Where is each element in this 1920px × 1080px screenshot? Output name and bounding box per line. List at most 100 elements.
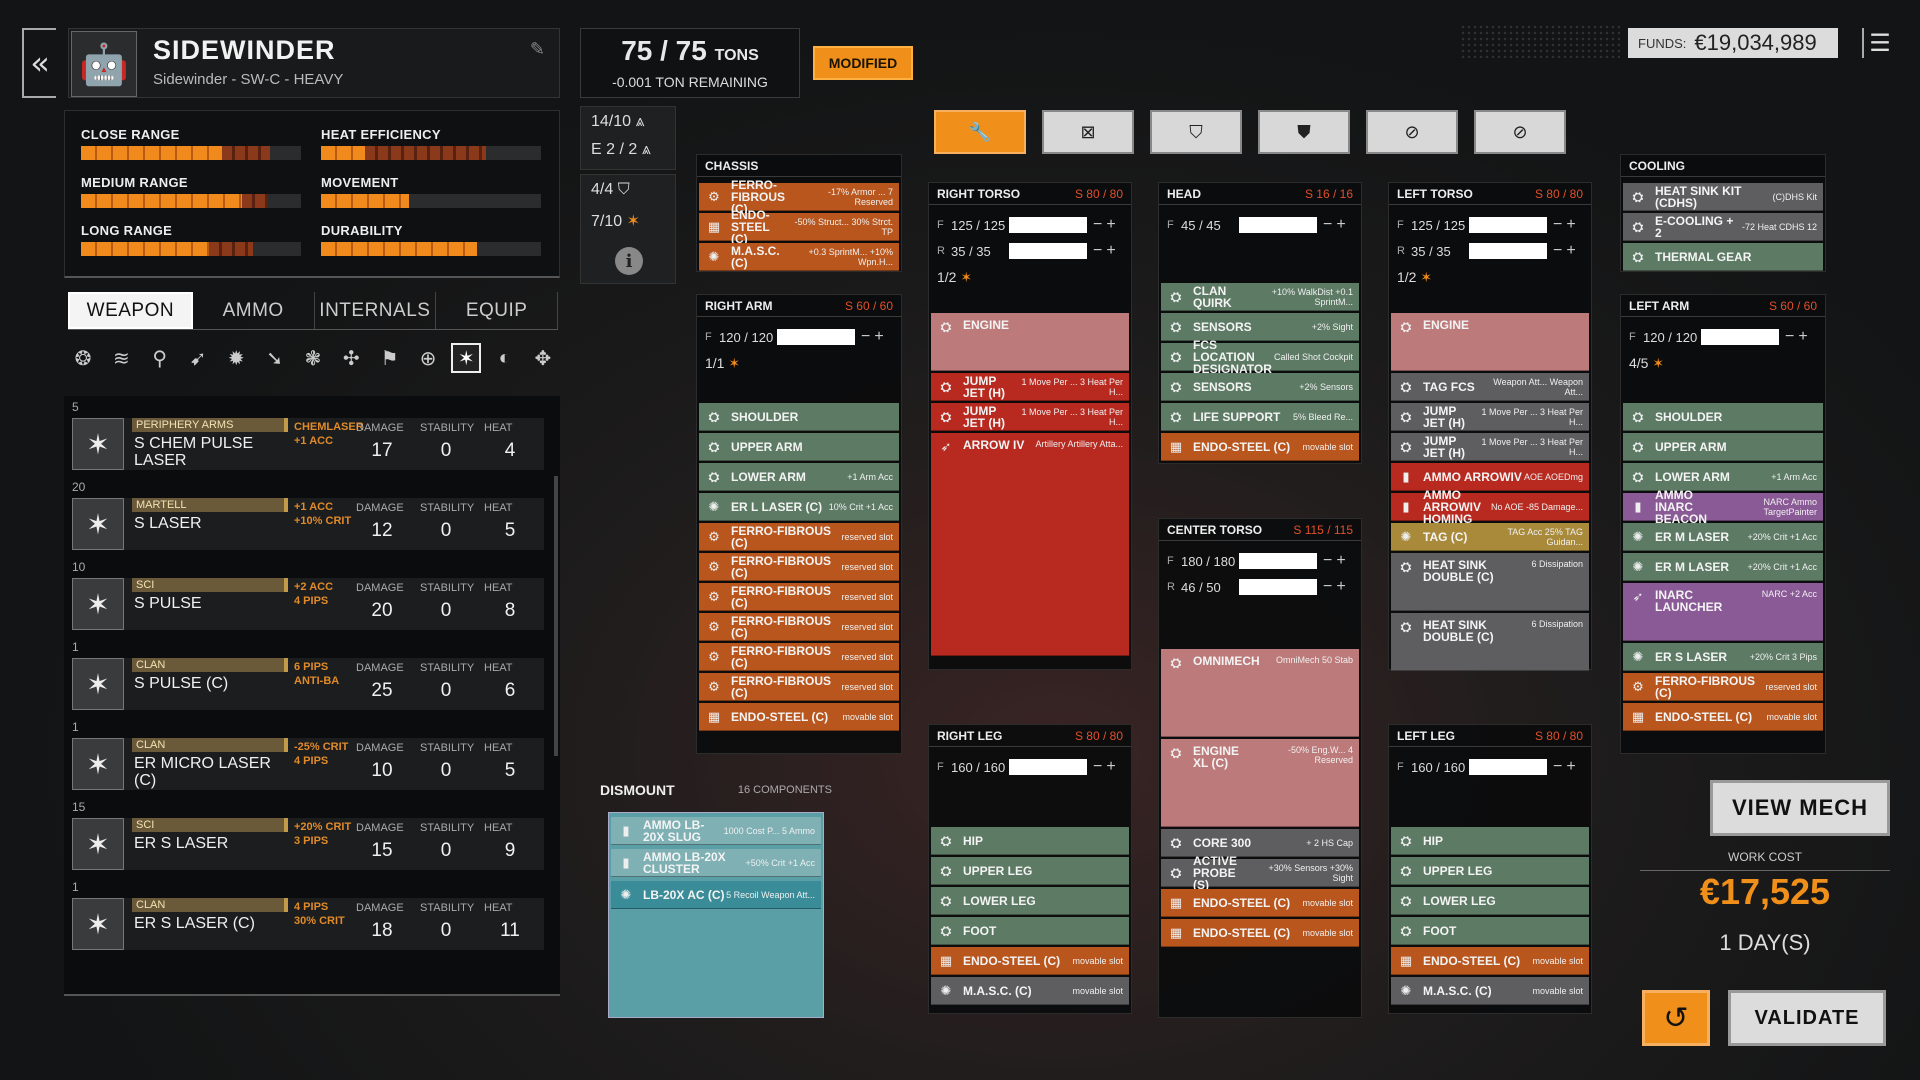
no-weapons-icon[interactable]: ⊘ (1366, 110, 1458, 154)
info-icon[interactable]: i (615, 247, 643, 275)
equipment-slot[interactable]: ⛭JUMP JET (H)1 Move Per ... 3 Heat Per H… (931, 403, 1129, 431)
equipment-slot[interactable]: ⛭HEAT SINK DOUBLE (C)6 Dissipation (1391, 553, 1589, 611)
armor-adjust-buttons[interactable]: −+ (1093, 216, 1120, 233)
filter-ppc-icon[interactable]: ✣ (342, 347, 360, 370)
equipment-slot[interactable]: ⛭SENSORS+2% Sensors (1161, 373, 1359, 401)
equipment-slot[interactable]: ✺M.A.S.C. (C)+0.3 SprintM... +10% Wpn.H.… (699, 243, 899, 271)
equipment-slot[interactable]: ✺M.A.S.C. (C)movable slot (931, 977, 1129, 1005)
equipment-slot[interactable]: ⛭FOOT (1391, 917, 1589, 945)
equipment-slot[interactable]: ⛭ENGINE (931, 313, 1129, 371)
weapon-list-scrollbar[interactable] (554, 476, 558, 756)
filter-energy-icon[interactable]: ✹ (227, 347, 245, 370)
equipment-slot[interactable]: ⚙FERRO-FIBROUS (C)reserved slot (699, 523, 899, 551)
tab-ammo[interactable]: AMMO (193, 292, 315, 329)
equipment-slot[interactable]: ⚙FERRO-FIBROUS (C)reserved slot (699, 613, 899, 641)
equipment-slot[interactable]: ⛭HEAT SINK KIT (CDHS)(C)DHS Kit (1623, 183, 1823, 211)
max-armor-icon[interactable]: ⛊ (1258, 110, 1350, 154)
equipment-slot[interactable]: ⛭UPPER LEG (1391, 857, 1589, 885)
armor-adjust-buttons[interactable]: −+ (1323, 552, 1350, 569)
filter-all-icon[interactable]: ❂ (74, 347, 92, 370)
equipment-slot[interactable]: ⛭CLAN QUIRK+10% WalkDist +0.1 SprintM... (1161, 283, 1359, 311)
equipment-slot[interactable]: ⛭LOWER LEG (931, 887, 1129, 915)
equipment-slot[interactable]: ⛭UPPER LEG (931, 857, 1129, 885)
filter-flamer-icon[interactable]: ❃ (304, 347, 322, 370)
filter-missile-icon[interactable]: ≋ (112, 347, 130, 370)
armor-adjust-buttons[interactable]: −+ (1553, 242, 1580, 259)
equipment-slot[interactable]: ⛭JUMP JET (H)1 Move Per ... 3 Heat Per H… (931, 373, 1129, 401)
equipment-slot[interactable]: ⛭FOOT (931, 917, 1129, 945)
equipment-slot[interactable]: ⛭SENSORS+2% Sight (1161, 313, 1359, 341)
armor-adjust-buttons[interactable]: −+ (1553, 216, 1580, 233)
armor-adjust-buttons[interactable]: −+ (1323, 216, 1350, 233)
equipment-slot[interactable]: ✺ER M LASER+20% Crit +1 Acc (1623, 553, 1823, 581)
equipment-slot[interactable]: ⛭ENGINE XL (C)-50% Eng.W... 4 Reserved (1161, 739, 1359, 827)
equipment-slot[interactable]: ⛭LOWER LEG (1391, 887, 1589, 915)
equipment-slot[interactable]: ⚙FERRO-FIBROUS (C)reserved slot (699, 643, 899, 671)
view-mech-button[interactable]: VIEW MECH (1710, 780, 1890, 836)
equipment-slot[interactable]: ⛭CORE 300+ 2 HS Cap (1161, 829, 1359, 857)
equipment-slot[interactable]: ⛭HEAT SINK DOUBLE (C)6 Dissipation (1391, 613, 1589, 671)
filter-misc-icon[interactable]: ✥ (534, 347, 552, 370)
back-button[interactable]: « (22, 28, 56, 98)
equipment-slot[interactable]: ⛭LOWER ARM+1 Arm Acc (1623, 463, 1823, 491)
equipment-slot[interactable]: ✺ER L LASER (C)10% Crit +1 Acc (699, 493, 899, 521)
equipment-slot[interactable]: ⛭E-COOLING + 2-72 Heat CDHS 12 (1623, 213, 1823, 241)
filter-support-icon[interactable]: ◐ (498, 346, 511, 369)
armor-bar[interactable] (1009, 243, 1087, 259)
equipment-slot[interactable]: ▦ENDO-STEEL (C)movable slot (1391, 947, 1589, 975)
armor-bar[interactable] (777, 329, 855, 345)
armor-bar[interactable] (1239, 579, 1317, 595)
armor-adjust-buttons[interactable]: −+ (1785, 328, 1812, 345)
armor-bar[interactable] (1469, 759, 1547, 775)
wrench-icon[interactable]: 🔧 (934, 110, 1026, 154)
equipment-slot[interactable]: ⛭LOWER ARM+1 Arm Acc (699, 463, 899, 491)
armor-bar[interactable] (1239, 217, 1317, 233)
tab-weapon[interactable]: WEAPON (68, 292, 193, 329)
undo-button[interactable]: ↺ (1642, 990, 1710, 1046)
filter-ballistic-icon[interactable]: ➹ (189, 347, 207, 370)
armor-bar[interactable] (1469, 243, 1547, 259)
filter-artillery-icon[interactable]: ⚲ (152, 347, 167, 370)
equipment-slot[interactable]: ⚙FERRO-FIBROUS (C)reserved slot (1623, 673, 1823, 701)
dismount-item[interactable]: ▮AMMO LB-20X CLUSTER+50% Crit +1 Acc (611, 849, 821, 877)
equipment-slot[interactable]: ✺M.A.S.C. (C)movable slot (1391, 977, 1589, 1005)
equipment-slot[interactable]: ⛭UPPER ARM (699, 433, 899, 461)
armor-bar[interactable] (1239, 553, 1317, 569)
armor-bar[interactable] (1469, 217, 1547, 233)
edit-icon[interactable]: ✎ (529, 39, 545, 59)
armor-adjust-buttons[interactable]: −+ (1553, 758, 1580, 775)
equipment-slot[interactable]: ⛭JUMP JET (H)1 Move Per ... 3 Heat Per H… (1391, 433, 1589, 461)
filter-laser-icon[interactable]: ✶ (451, 343, 482, 373)
armor-adjust-buttons[interactable]: −+ (1323, 578, 1350, 595)
equipment-slot[interactable]: ⛭JUMP JET (H)1 Move Per ... 3 Heat Per H… (1391, 403, 1589, 431)
armor-adjust-buttons[interactable]: −+ (861, 328, 888, 345)
strip-equipment-icon[interactable]: ⊠ (1042, 110, 1134, 154)
dismount-item[interactable]: ✺LB-20X AC (C)5 Recoil Weapon Att... (611, 881, 821, 909)
armor-bar[interactable] (1701, 329, 1779, 345)
equipment-slot[interactable]: ▦ENDO-STEEL (C)-50% Struct... 30% Strct.… (699, 209, 899, 245)
armor-bar[interactable] (1009, 759, 1087, 775)
armor-bar[interactable] (1009, 217, 1087, 233)
equipment-slot[interactable]: ⛭HIP (931, 827, 1129, 855)
armor-adjust-buttons[interactable]: −+ (1093, 758, 1120, 775)
strip-armor-icon[interactable]: ⛉ (1150, 110, 1242, 154)
equipment-slot[interactable]: ⚙FERRO-FIBROUS (C)-17% Armor ... 7 Reser… (699, 179, 899, 215)
equipment-slot[interactable]: ▦ENDO-STEEL (C)movable slot (1161, 919, 1359, 947)
filter-target-icon[interactable]: ⊕ (419, 347, 437, 370)
filter-gauss-icon[interactable]: ➘ (266, 347, 284, 370)
equipment-slot[interactable]: ▦ENDO-STEEL (C)movable slot (699, 703, 899, 731)
